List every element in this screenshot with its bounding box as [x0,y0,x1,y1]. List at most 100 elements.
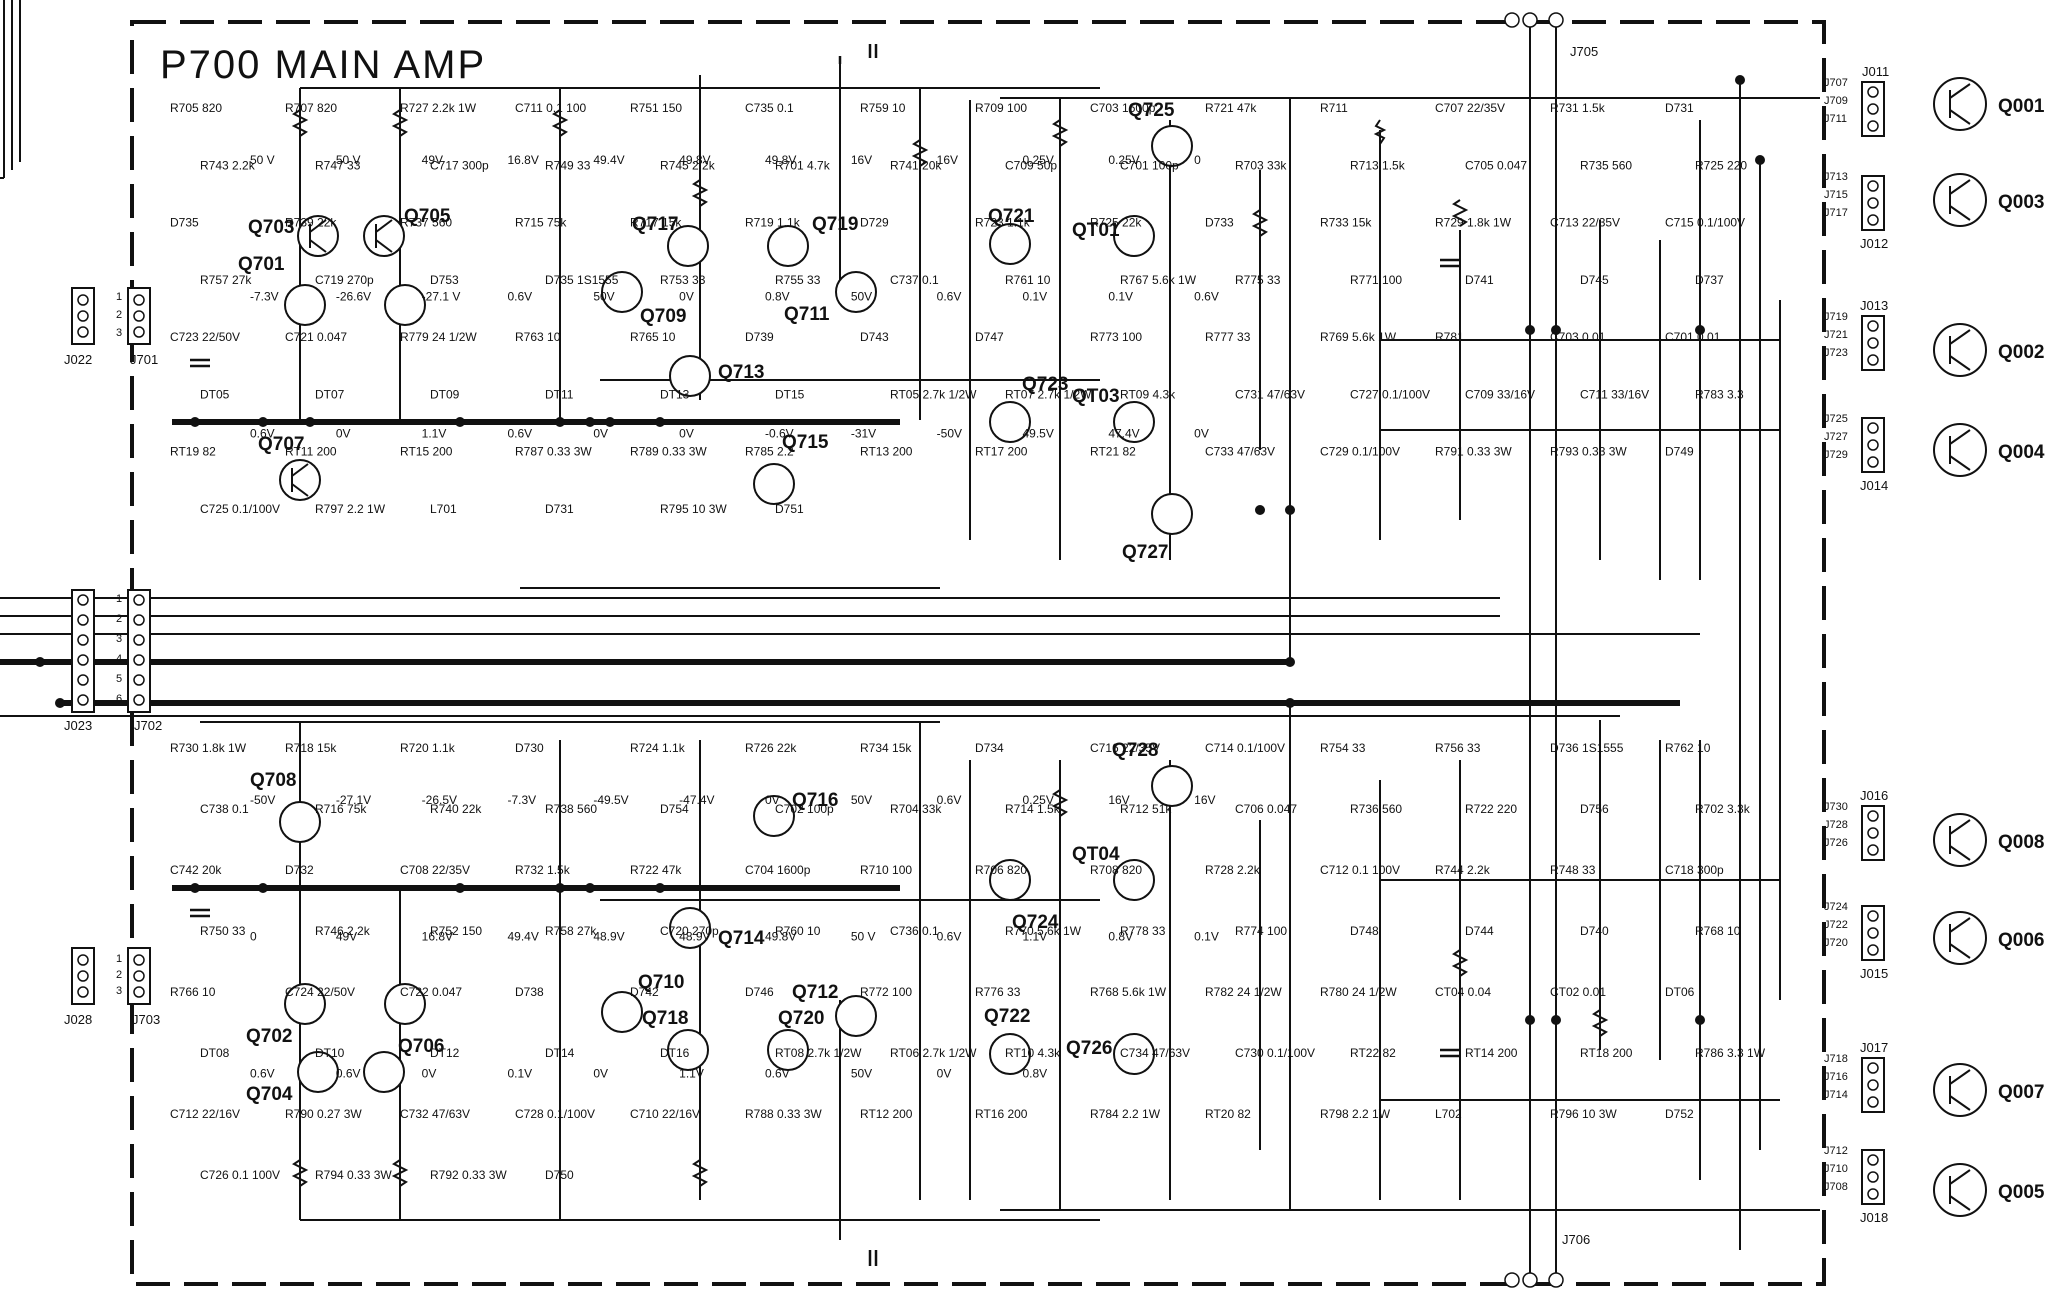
transistor-label: Q006 [1998,930,2044,951]
transistor-label: Q727 [1122,542,1168,563]
transistor-label: Q004 [1998,442,2045,463]
output-transistor-q001: Q001 [1933,77,2045,131]
component-label: R780 24 1/2W [1320,985,1397,999]
transistor-group: Q703 Q705 Q701 Q707 Q717 Q719 Q709 Q711 … [238,100,1193,1105]
component-label: D750 [545,1168,574,1182]
connector-label: J023 [64,718,92,733]
component-label: C703 1600p [1090,101,1156,115]
output-transistor-q008: Q008 [1933,813,2044,867]
voltage-label: -47.4V [679,793,714,807]
component-label: C725 0.1/100V [200,502,280,516]
component-label: D733 [1205,216,1234,230]
output-transistor-q007: Q007 [1933,1063,2044,1117]
transistor-q722: Q722 [984,1006,1031,1075]
component-label: C720 270p [660,924,719,938]
pin-label: 3 [116,327,122,339]
pin-label: J724 [1824,901,1848,913]
top-supply-rails [0,87,1820,717]
voltage-label: -26.6V [336,290,371,304]
component-label: C734 47/63V [1120,1046,1190,1060]
component-label: R738 560 [545,802,597,816]
transistor-label: Q005 [1998,1182,2045,1203]
component-label: C719 270p [315,273,374,287]
transistor-label: Q710 [638,972,684,993]
pin-label: J708 [1824,1181,1848,1193]
component-label: R761 10 [1005,273,1051,287]
transistor-q709: Q709 [601,271,686,327]
transistor-label: Q719 [812,214,858,235]
component-label: R712 51k [1120,802,1172,816]
voltage-label: 50 V [851,930,876,944]
connector-label: J703 [132,1012,160,1027]
voltage-label: 0.25V [1108,153,1139,167]
component-label: C709 50p [1005,158,1057,172]
pin-label: 3 [116,633,122,645]
pin-label: 1 [116,593,122,605]
component-label: DT06 [1665,985,1695,999]
transistor-label: Q715 [782,432,829,453]
voltage-label: 49.8V [765,153,796,167]
voltage-label: 0.6V [937,930,962,944]
transistor-label: Q726 [1066,1038,1112,1059]
transistor-label: Q001 [1998,96,2045,117]
component-label: C706 0.047 [1235,802,1297,816]
transistor-qt04: QT04 [1072,844,1155,901]
component-label: C733 47/63V [1205,445,1275,459]
component-label: R732 1.5k [515,863,571,877]
component-label: R771 100 [1350,273,1402,287]
component-label: D732 [285,863,314,877]
component-label: R720 1.1k [400,741,456,755]
component-label: RT07 2.7k 1/2W [1005,387,1092,401]
component-label: D735 1S1555 [545,273,619,287]
voltage-label: -7.3V [250,290,279,304]
connector-label: J015 [1860,966,1888,981]
component-label: C718 300p [1665,863,1724,877]
transistor-label: Q705 [404,206,451,227]
component-label: C731 47/63V [1235,387,1305,401]
capacitor-symbols [190,44,1460,1266]
component-label: R734 15k [860,741,912,755]
component-label: R775 33 [1235,273,1281,287]
pin-label: J715 [1824,189,1848,201]
connector-label: J701 [130,352,158,367]
transistor-q714: Q714 [669,907,765,949]
component-label: RT09 4.3k [1120,387,1176,401]
component-label: R789 0.33 3W [630,445,707,459]
component-label: DT12 [430,1046,460,1060]
component-label: DT10 [315,1046,345,1060]
component-label: R750 33 [200,924,246,938]
component-label: D743 [860,330,889,344]
component-label: R728 2.2k [1205,863,1261,877]
component-label: R707 820 [285,101,337,115]
component-label: C722 0.047 [400,985,462,999]
component-label: RT15 200 [400,445,453,459]
voltage-label: 49.8V [765,930,796,944]
voltage-label: 50 V [250,153,275,167]
transistor-q715: Q715 [753,432,829,505]
voltage-label: 0.6V [1194,290,1219,304]
component-label: D737 [1695,273,1724,287]
component-label: R779 24 1/2W [400,330,477,344]
voltage-label: 49V [336,930,357,944]
component-label: R723 1.1k [975,216,1031,230]
component-label: R759 10 [860,101,906,115]
component-label: R782 24 1/2W [1205,985,1282,999]
voltage-label: 0.6V [937,290,962,304]
component-label: C711 33/16V [1580,387,1649,401]
connector-label: J014 [1860,478,1888,493]
transistor-q727: Q727 [1122,493,1193,563]
component-label: R777 33 [1205,330,1251,344]
component-label: C714 0.1/100V [1205,741,1285,755]
left-edge-lines [0,0,21,179]
transistor-label: Q707 [258,434,304,455]
component-label: R706 820 [975,863,1027,877]
pin-label: J712 [1824,1145,1848,1157]
component-label: C711 0.1 100 [515,101,586,115]
voltage-label: 0V [593,426,608,440]
component-label: R713 1.5k [1350,158,1406,172]
component-label: R798 2.2 1W [1320,1107,1391,1121]
component-label: R746 2.2k [315,924,371,938]
